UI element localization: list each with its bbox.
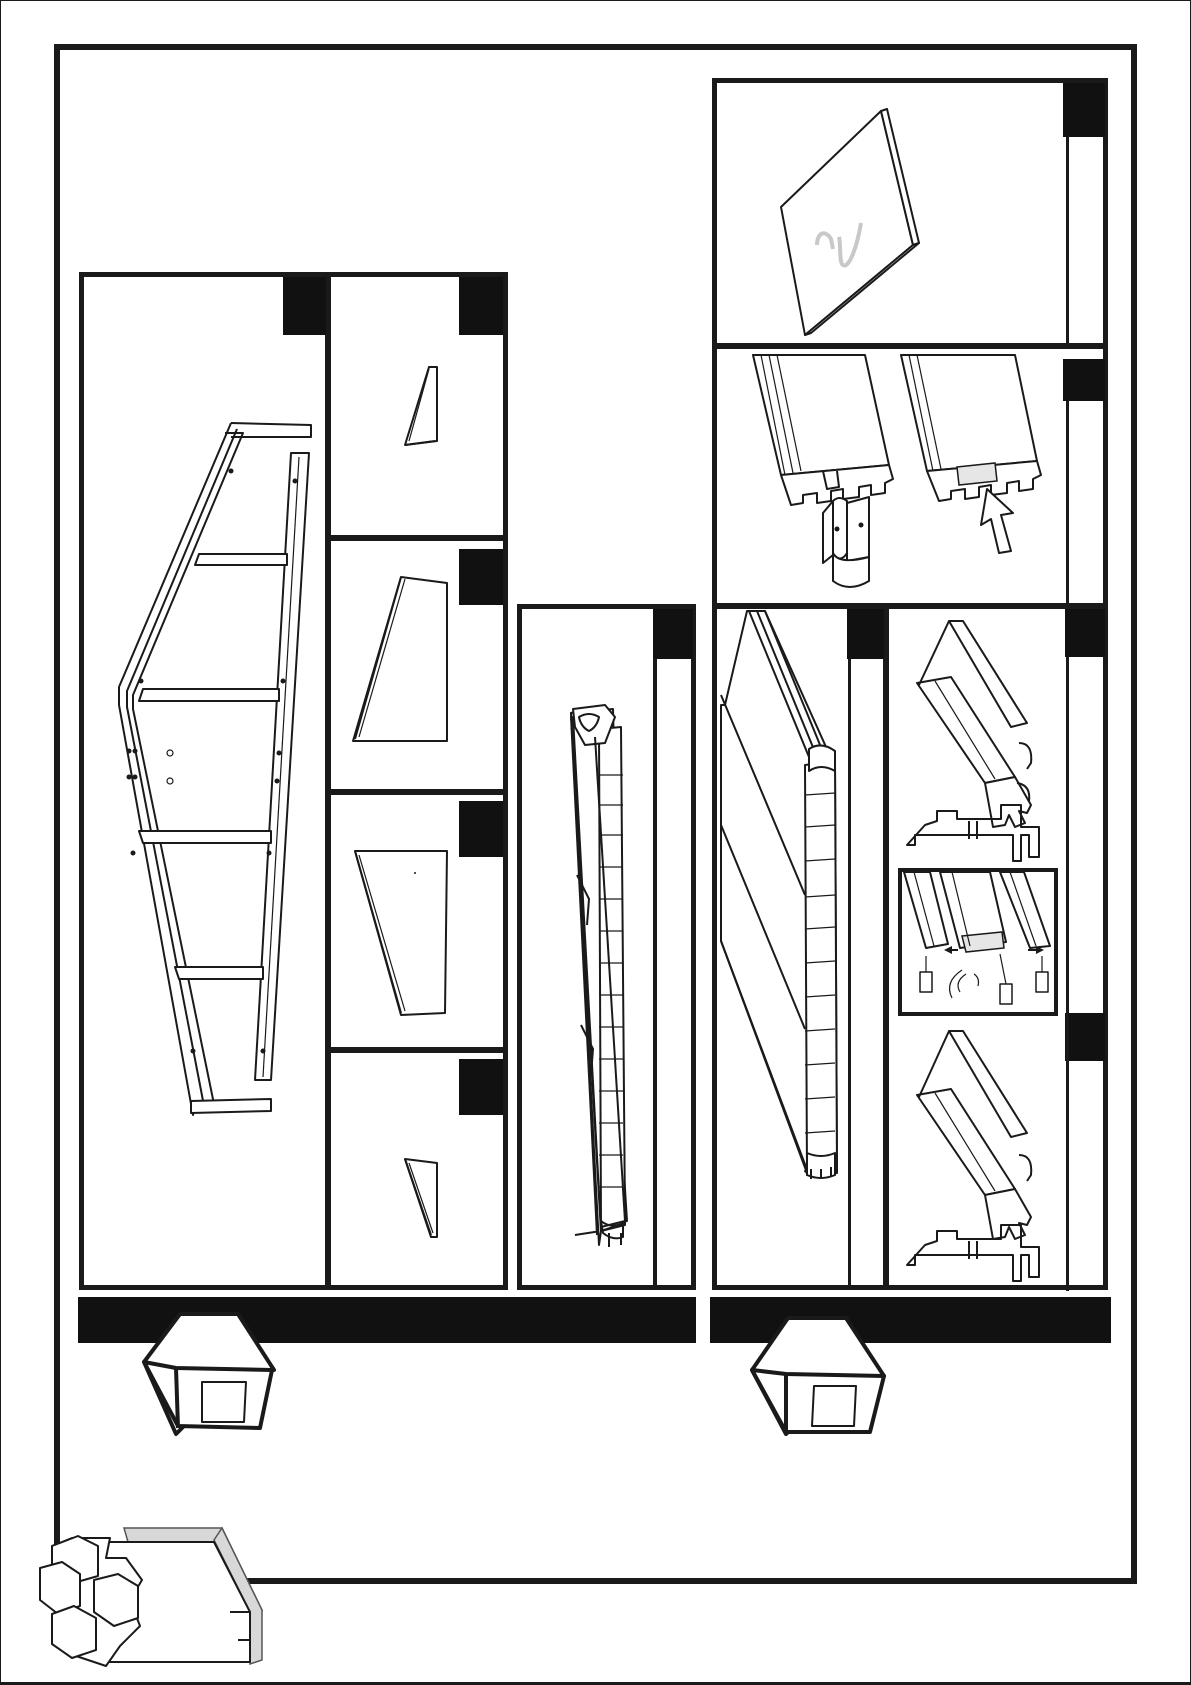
package-box-icon (140, 1306, 280, 1436)
profile-joint-detail-illustration (898, 868, 1058, 1016)
panel-small-triangle-bottom (326, 1048, 508, 1290)
panel-long-panel (712, 604, 888, 1290)
small-triangle-panel-illustration (331, 1053, 513, 1295)
panel-roof-sheet (712, 78, 1108, 348)
package-box-icon (750, 1310, 890, 1440)
profile-joint-detail-inset (898, 868, 1058, 1016)
interlocking-wall-panel-illustration (522, 609, 701, 1295)
long-panel-illustration (717, 609, 893, 1295)
panel-wall-panel-stack (517, 604, 696, 1290)
panel-gable-frame (79, 272, 330, 1290)
small-triangle-panel-illustration (331, 277, 513, 545)
profile-end-cap-illustration (717, 349, 1113, 613)
large-trapezoid-panel-illustration (331, 541, 513, 799)
panel-profile-end-caps (712, 344, 1108, 608)
mirrored-trapezoid-panel-illustration (331, 795, 513, 1057)
panel-mirrored-trapezoid (326, 790, 508, 1052)
roof-sheet-illustration (717, 83, 1113, 353)
gable-frame-illustration (84, 277, 335, 1295)
panel-large-trapezoid (326, 536, 508, 794)
panel-small-triangle-top (326, 272, 508, 540)
shed-building-icon (30, 1510, 270, 1680)
